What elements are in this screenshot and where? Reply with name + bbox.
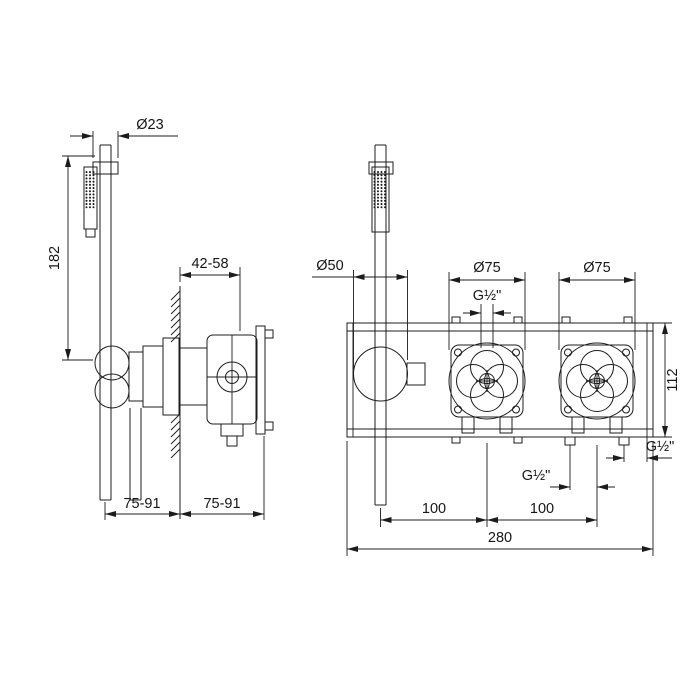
extension-lines (380, 443, 598, 527)
dim-label-100-right: 100 (530, 501, 554, 517)
valve-right-cross (586, 370, 608, 392)
rail-holder (92, 161, 119, 175)
dim-rail-height: 182 (47, 155, 95, 361)
valve-right (558, 342, 636, 446)
dim-wall-depth-range: 42-58 (179, 256, 241, 331)
dim-bottom-center-thread: G½" (522, 445, 615, 490)
valve-right-feet (571, 416, 623, 434)
dim-bottom-right-thread: G½" (606, 437, 674, 462)
valve-right-backplate (560, 344, 634, 418)
mounting-tab-bottom (264, 421, 274, 431)
dim-holder-diameter: Ø50 (312, 258, 408, 369)
side-view (83, 144, 274, 519)
side-view-dimensions: Ø23 182 42-58 75-91 75-91 (47, 117, 265, 520)
dim-label-g12-top: G½" (473, 288, 502, 304)
outlet-stub-side-lower (226, 435, 238, 447)
extension-lines (558, 272, 636, 350)
shower-rail-tube-front (374, 144, 387, 506)
dim-body-height: 112 (653, 322, 681, 438)
valve-left-backplate (450, 344, 524, 418)
dim-label-d75-right: Ø75 (583, 260, 610, 276)
dim-label-75-91-back: 75-91 (203, 496, 240, 512)
dim-label-75-91-front: 75-91 (123, 496, 160, 512)
extension-lines (448, 272, 526, 350)
spray-face-dots (85, 171, 95, 209)
mounting-tab-top (264, 329, 274, 339)
dim-label-d50: Ø50 (316, 258, 343, 274)
mounting-frame (346, 322, 654, 438)
valve-left-feet (461, 416, 513, 434)
dim-left-valve-diameter: Ø75 (448, 260, 526, 350)
valve-left-cross (476, 370, 498, 392)
supply-pipe (129, 408, 142, 501)
dim-label-280: 280 (488, 530, 512, 546)
dim-label-112: 112 (665, 368, 681, 391)
valve-left (448, 342, 526, 434)
frame-fixing-tabs (451, 316, 633, 444)
extension-lines (623, 437, 648, 462)
hand-shower-handle-front (371, 166, 390, 233)
dim-valve-spacing: 100 100 (380, 443, 598, 527)
dim-label-182: 182 (47, 246, 63, 270)
front-view (346, 144, 654, 506)
dim-handshower-diameter: Ø23 (70, 117, 178, 158)
extension-lines (179, 267, 241, 331)
hand-shower-handle (83, 166, 98, 238)
front-view-dimensions: Ø50 Ø75 Ø75 G½" 112 G½" (312, 258, 681, 556)
shower-rail-tube (99, 144, 112, 501)
mounting-plate-side (255, 325, 266, 435)
rail-mount-circle (353, 346, 408, 402)
extension-lines (480, 304, 494, 348)
valve-right-outer-circle (558, 342, 636, 420)
dim-label-g12-bottom-center: G½" (522, 468, 551, 484)
extension-lines (62, 155, 95, 361)
rail-mount-bracket (406, 362, 426, 386)
dim-right-valve-diameter: Ø75 (558, 260, 636, 350)
dim-label-g12-bottom-right: G½" (646, 439, 675, 455)
in-wall-spacer (179, 347, 208, 406)
mixer-body-adapter (128, 351, 144, 402)
valve-left-outer-circle (448, 342, 526, 420)
spray-face-dots-front (373, 171, 386, 209)
wall-hatching (170, 290, 181, 459)
dim-label-42-58: 42-58 (191, 256, 228, 272)
outlet-stub-side (220, 423, 244, 437)
mixer-body (142, 345, 164, 408)
dim-label-100-left: 100 (422, 501, 446, 517)
dim-overall-width: 280 (346, 441, 654, 556)
valve-right-screws (563, 348, 630, 414)
valve-left-screws (453, 348, 520, 414)
dim-label-d75-left: Ø75 (473, 260, 500, 276)
wall-flange (162, 337, 180, 416)
valve-centerlines (207, 335, 257, 424)
extension-lines (346, 441, 654, 556)
dim-offsets-75-91: 75-91 75-91 (104, 436, 265, 520)
dim-top-connection-thread: G½" (463, 288, 511, 348)
dim-label-d23: Ø23 (136, 117, 163, 133)
extension-lines (353, 270, 408, 369)
rail-holder-front (368, 161, 394, 175)
valve-right-bottom-outlets (564, 436, 630, 446)
